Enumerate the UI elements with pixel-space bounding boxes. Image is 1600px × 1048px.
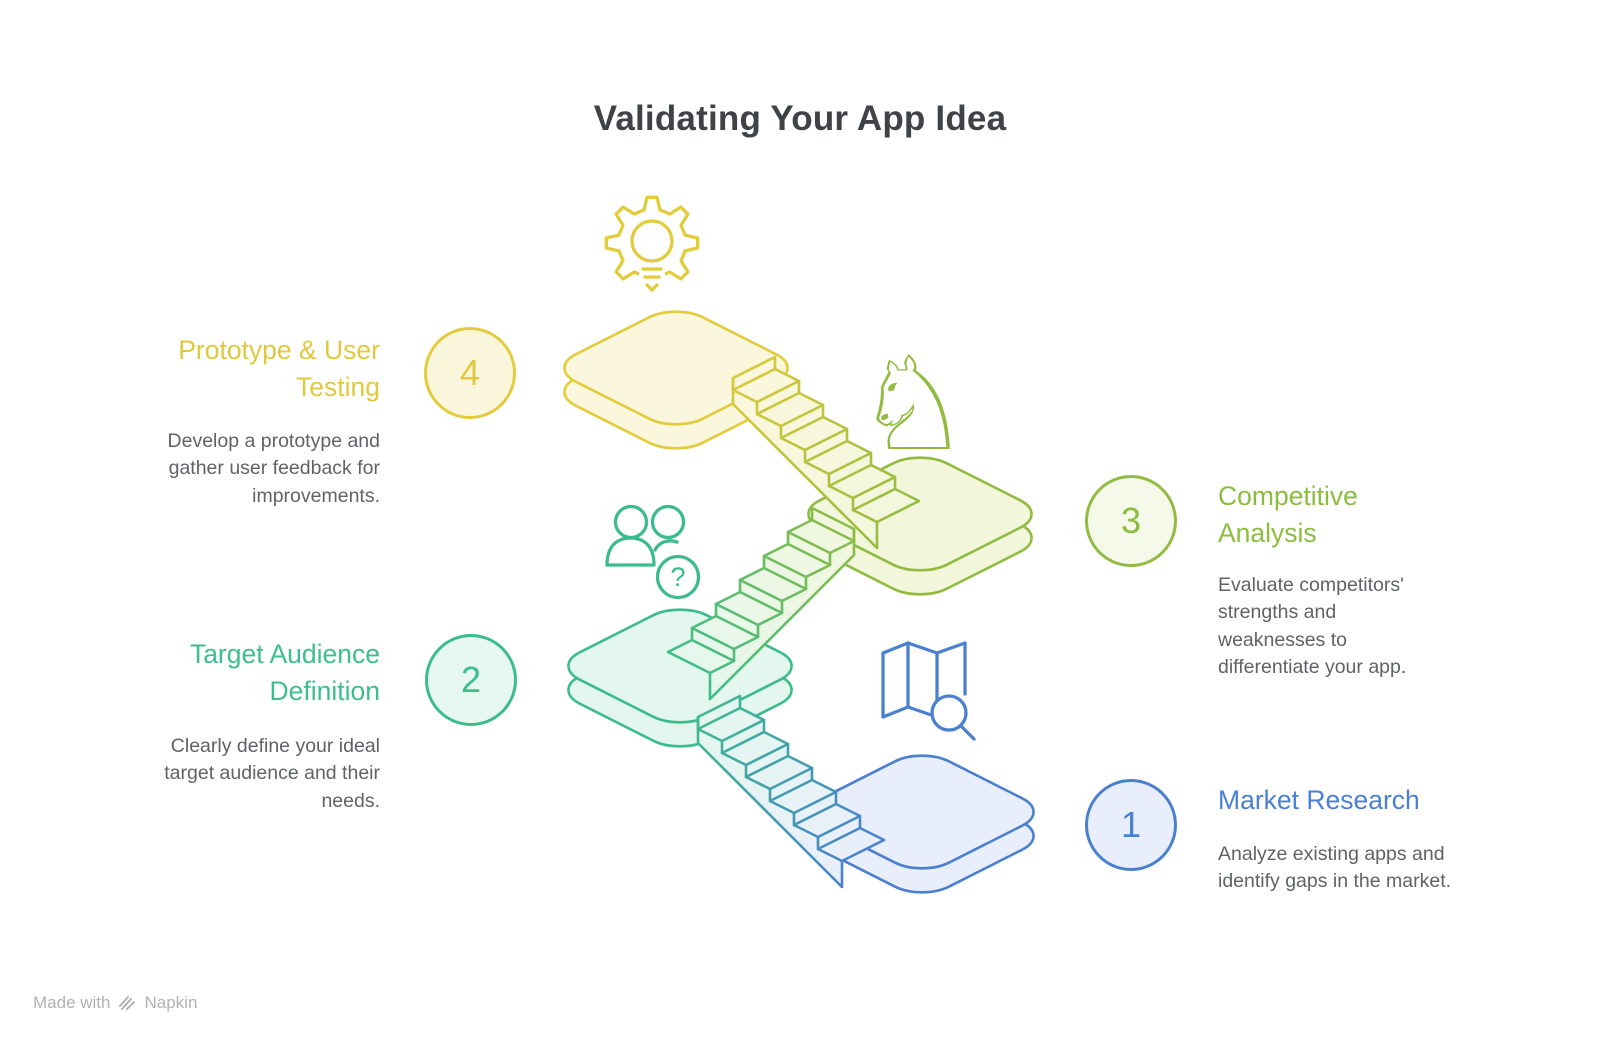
step-4-description: Develop a prototype and gather user feed… [167, 430, 380, 507]
napkin-logo-icon [119, 996, 136, 1010]
platform-step-4 [549, 304, 804, 457]
step-4-badge: 4 [424, 327, 516, 419]
staircase-2-to-1 [696, 694, 886, 889]
map-panel-left [881, 641, 910, 719]
step-4-title: Prototype & User Testing [178, 335, 380, 402]
step-1-badge: 1 [1085, 779, 1177, 871]
step-1-description: Analyze existing apps and identify gaps … [1218, 843, 1452, 893]
step-4-number: 4 [459, 352, 481, 393]
step-2-number: 2 [460, 659, 482, 700]
step-1-number: 1 [1120, 804, 1142, 845]
step-2-badge: 2 [425, 634, 517, 726]
step-2-title: Target Audience Definition [189, 639, 380, 706]
person-head-back [650, 504, 686, 540]
magnifier-handle [959, 724, 976, 741]
map-with-magnifier-icon [881, 641, 976, 741]
step-3-description: Evaluate competitors' strengths and weak… [1218, 574, 1407, 679]
step-1-title: Market Research [1218, 785, 1420, 815]
watermark: Made with Napkin [33, 993, 197, 1013]
step-3-badge: 3 [1085, 475, 1177, 567]
person-head-front [613, 504, 649, 540]
staircase-4-to-3 [731, 355, 921, 550]
step-2-description: Clearly define your ideal target audienc… [164, 735, 380, 812]
gear-lightbulb-icon [604, 195, 700, 295]
page-title: Validating Your App Idea [593, 99, 1007, 139]
map-panel-right [935, 641, 967, 696]
watermark-prefix: Made with [33, 993, 111, 1012]
staircase-3-to-2 [666, 506, 856, 701]
question-circle [655, 554, 701, 600]
person-shoulder-front [605, 536, 656, 567]
map-panel-middle [906, 641, 939, 719]
step-3-number: 3 [1120, 500, 1142, 541]
people-question-icon: ? [605, 504, 701, 600]
question-mark: ? [670, 562, 685, 592]
person-shoulder-back [653, 539, 679, 552]
step-3-title: Competitive Analysis [1218, 481, 1358, 548]
magnifier-lens [930, 694, 968, 732]
watermark-brand: Napkin [144, 993, 198, 1012]
chess-knight-icon: ♘ [855, 328, 972, 480]
